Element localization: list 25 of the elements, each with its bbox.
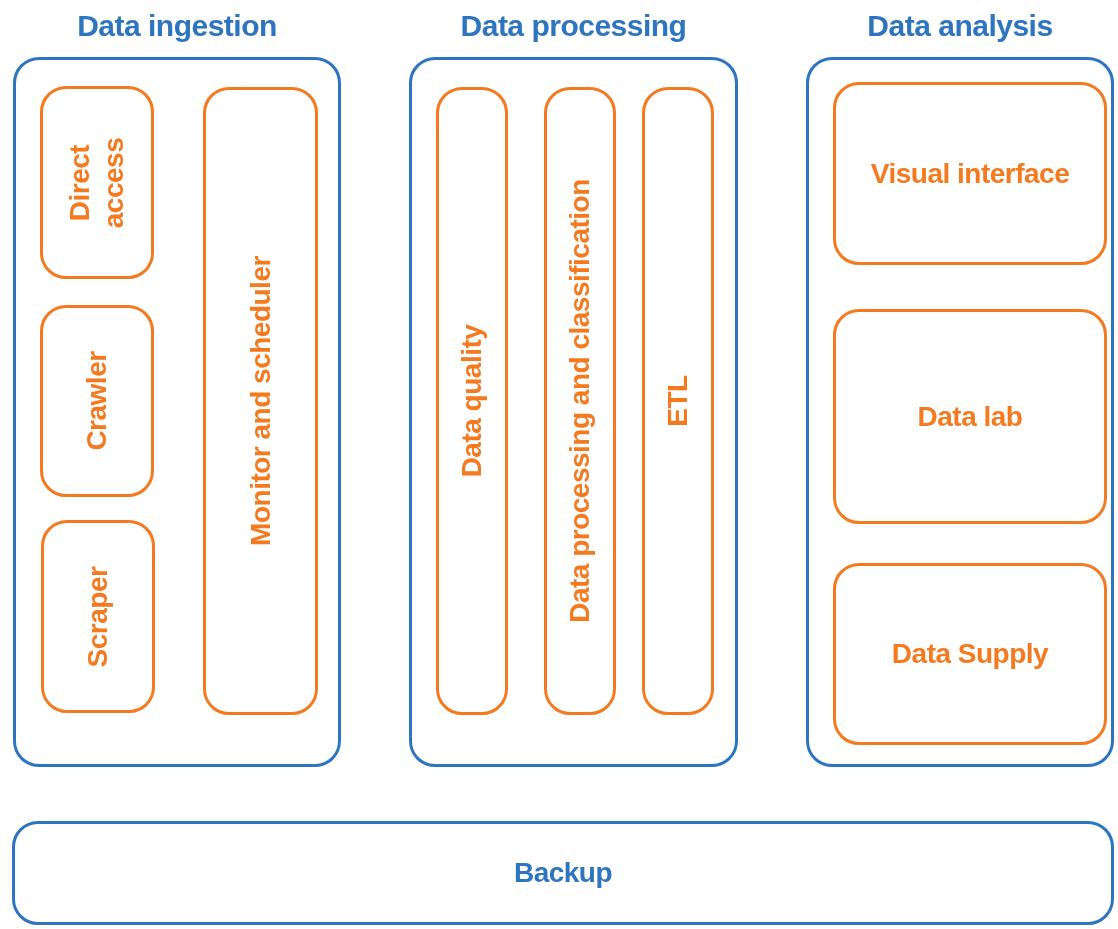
component-box bbox=[833, 563, 1107, 745]
component-label: Monitor and scheduler bbox=[243, 255, 277, 548]
component-box bbox=[833, 309, 1107, 524]
component-box bbox=[436, 87, 508, 715]
section-heading: Data analysis bbox=[866, 8, 1054, 44]
component-label: Data quality bbox=[455, 323, 489, 480]
component-box bbox=[40, 305, 154, 497]
component-label: Scraper bbox=[81, 565, 115, 669]
section-heading: Data processing bbox=[459, 8, 688, 44]
component-box bbox=[203, 87, 318, 715]
component-label: Data lab bbox=[916, 399, 1024, 434]
component-label: Visual interface bbox=[869, 156, 1071, 191]
section-heading: Data ingestion bbox=[76, 8, 278, 44]
backup-band bbox=[12, 821, 1114, 925]
component-label: Crawler bbox=[80, 350, 114, 453]
component-box bbox=[40, 86, 154, 279]
component-box bbox=[833, 82, 1107, 265]
component-label: Data processing and classification bbox=[563, 178, 597, 625]
component-box bbox=[642, 87, 714, 715]
component-label: Direct access bbox=[63, 136, 130, 230]
band-label: Backup bbox=[512, 856, 614, 890]
component-label: Data Supply bbox=[890, 637, 1050, 671]
component-box bbox=[544, 87, 616, 715]
component-label: ETL bbox=[661, 374, 695, 429]
component-box bbox=[41, 520, 155, 713]
